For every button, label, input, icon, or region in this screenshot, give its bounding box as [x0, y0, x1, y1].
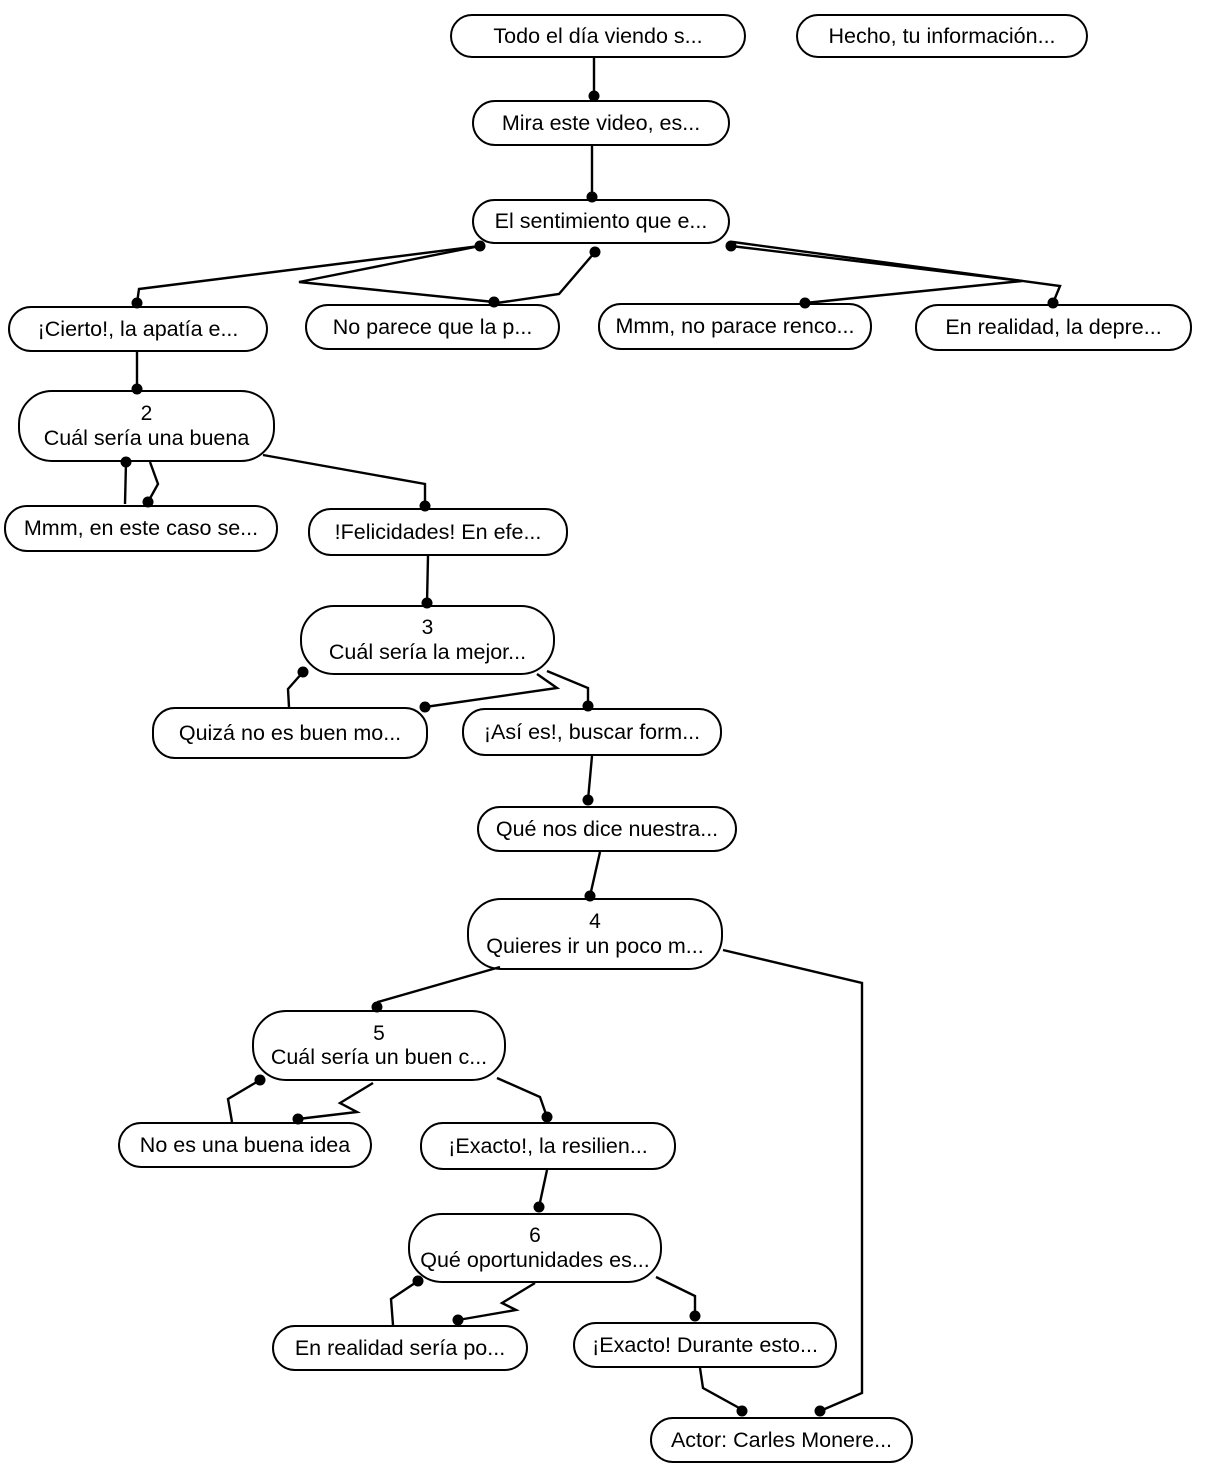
node-label: Cuál sería una buena [43, 425, 250, 450]
dialogue-node-mmmno[interactable]: Mmm, no parace renco... [598, 303, 872, 350]
node-label: Cuál sería la mejor... [328, 639, 527, 664]
node-label: Mira este video, es... [501, 110, 701, 135]
node-label: Mmm, no parace renco... [615, 314, 855, 339]
node-label: El sentimiento que e... [494, 209, 708, 234]
node-label: En realidad sería po... [294, 1335, 506, 1360]
dialogue-node-exactodurante[interactable]: ¡Exacto! Durante esto... [573, 1322, 837, 1368]
node-number: 6 [529, 1224, 541, 1248]
node-label: Mmm, en este caso se... [23, 516, 259, 541]
node-label: Qué nos dice nuestra... [495, 816, 719, 841]
dialogue-node-noesbuena[interactable]: No es una buena idea [118, 1122, 372, 1168]
node-label: Cuál sería un buen c... [270, 1045, 488, 1070]
dialogue-node-sentimiento[interactable]: El sentimiento que e... [472, 199, 730, 244]
node-label: ¡Exacto!, la resilien... [448, 1133, 648, 1158]
node-label: ¡Exacto! Durante esto... [592, 1332, 818, 1357]
dialogue-node-enrealidadseria[interactable]: En realidad sería po... [272, 1325, 528, 1371]
dialogue-node-asies[interactable]: ¡Así es!, buscar form... [462, 708, 722, 756]
node-label: No es una buena idea [139, 1132, 351, 1157]
dialogue-node-actor[interactable]: Actor: Carles Monere... [650, 1417, 913, 1463]
dialogue-node-exactoresil[interactable]: ¡Exacto!, la resilien... [420, 1122, 676, 1170]
node-number: 2 [140, 402, 153, 426]
dialogue-node-felicidades[interactable]: !Felicidades! En efe... [308, 508, 568, 556]
dialogue-node-mmmeste[interactable]: Mmm, en este caso se... [4, 505, 278, 552]
node-label: Todo el día viendo s... [493, 23, 703, 48]
dialogue-node-cierto[interactable]: ¡Cierto!, la apatía e... [8, 306, 268, 352]
node-label: No parece que la p... [332, 314, 533, 339]
node-label: Hecho, tu información... [828, 23, 1056, 48]
node-label: ¡Así es!, buscar form... [483, 719, 701, 744]
dialogue-node-enrealidad[interactable]: En realidad, la depre... [915, 304, 1192, 351]
dialogue-node-noparece[interactable]: No parece que la p... [305, 304, 560, 350]
dialogue-node-quenos[interactable]: Qué nos dice nuestra... [477, 806, 737, 852]
node-label: Actor: Carles Monere... [670, 1427, 893, 1452]
node-number: 5 [373, 1021, 385, 1045]
dialogue-node-mira[interactable]: Mira este video, es... [472, 100, 730, 146]
node-label: ¡Cierto!, la apatía e... [37, 316, 239, 341]
node-label: !Felicidades! En efe... [334, 519, 542, 544]
dialogue-node-quiza[interactable]: Quizá no es buen mo... [152, 707, 428, 759]
node-label: En realidad, la depre... [945, 315, 1162, 340]
node-label: Quieres ir un poco m... [486, 933, 704, 958]
node-label: Qué oportunidades es... [420, 1247, 650, 1272]
dialogue-node-todo[interactable]: Todo el día viendo s... [450, 14, 746, 58]
dialogue-node-hecho[interactable]: Hecho, tu información... [796, 14, 1088, 58]
node-number: 4 [589, 910, 601, 934]
node-number: 3 [421, 616, 434, 640]
node-label: Quizá no es buen mo... [178, 720, 402, 745]
